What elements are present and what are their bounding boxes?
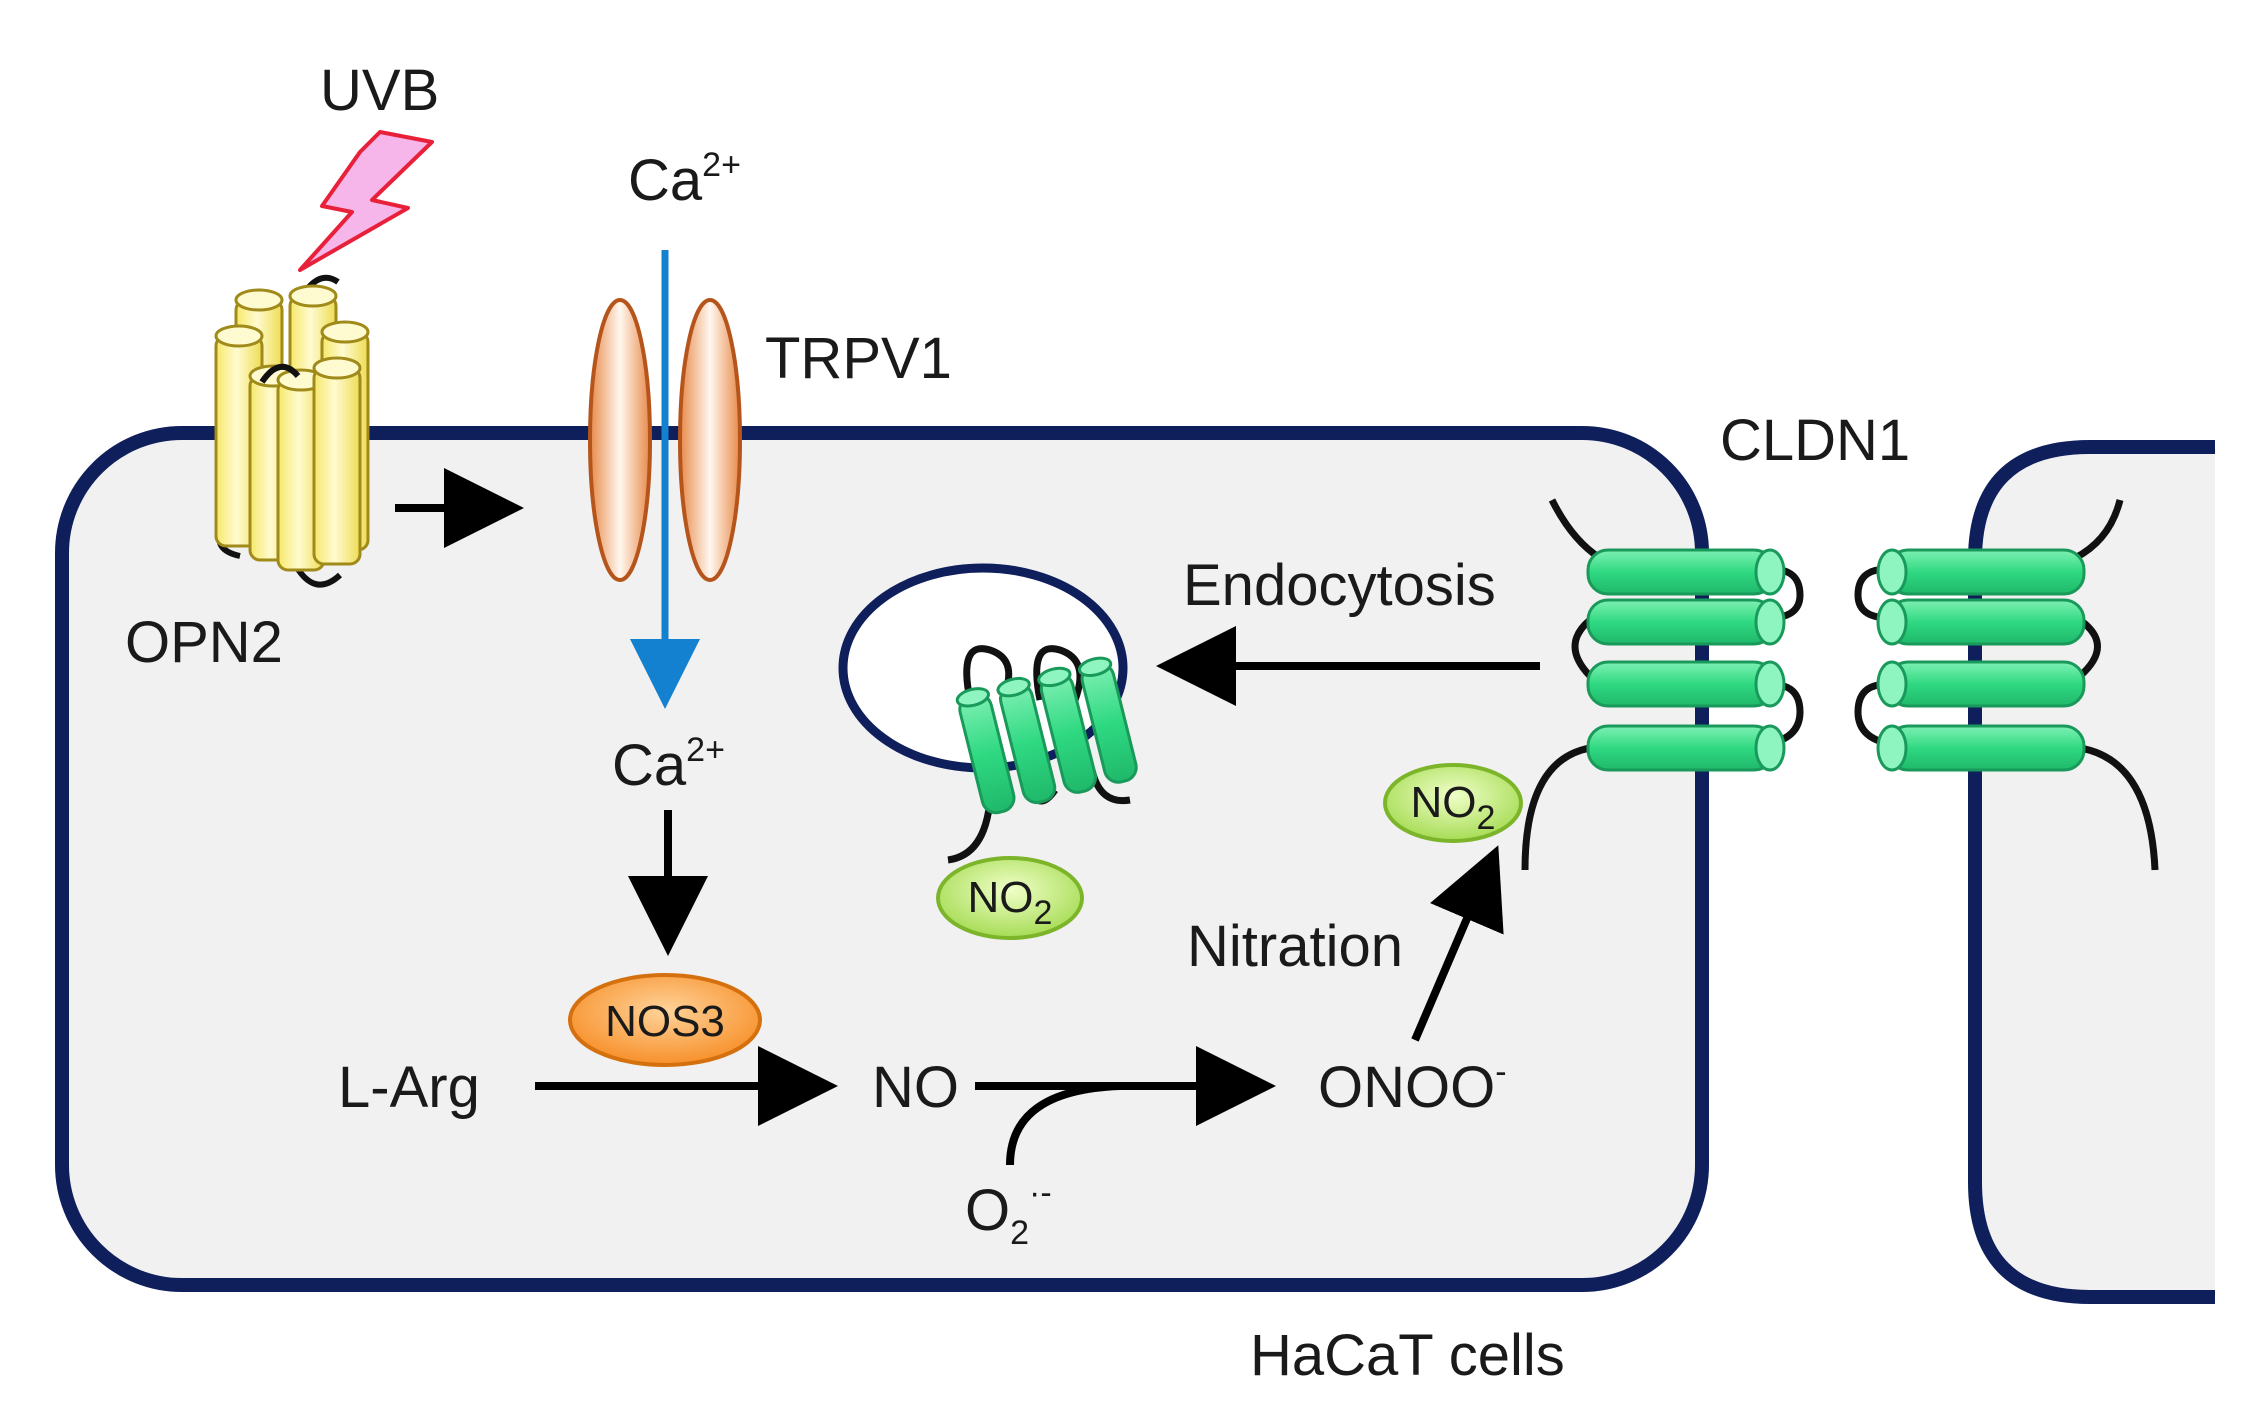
nitric-oxide-label: NO bbox=[872, 1055, 959, 1120]
cldn1-label: CLDN1 bbox=[1720, 408, 1910, 473]
endocytosis-label: Endocytosis bbox=[1183, 553, 1496, 618]
no2-vesicle-label: NO2 bbox=[968, 873, 1053, 932]
arrow-nitration bbox=[1411, 845, 1504, 1042]
peroxynitrite-label: ONOO- bbox=[1318, 1053, 1507, 1120]
neighbor-cell bbox=[1968, 440, 2215, 1304]
uvb-label: UVB bbox=[320, 58, 439, 123]
nos3-enzyme bbox=[568, 973, 762, 1067]
trpv1-label: TRPV1 bbox=[765, 326, 952, 391]
cldn1-right-protein-icon bbox=[1854, 499, 2159, 871]
opn2-label: OPN2 bbox=[125, 610, 283, 675]
cell-line-label: HaCaT cells bbox=[1250, 1323, 1565, 1388]
l-arginine-label: L-Arg bbox=[338, 1055, 480, 1120]
superoxide-label: O2·- bbox=[965, 1174, 1052, 1252]
superoxide-join-curve bbox=[1006, 1082, 1121, 1166]
main-cell bbox=[55, 426, 1709, 1292]
no2-membrane-label: NO2 bbox=[1411, 778, 1496, 837]
trpv1-channel-icon bbox=[588, 298, 742, 582]
lightning-bolt-icon bbox=[298, 130, 434, 272]
nos3-label: NOS3 bbox=[605, 997, 725, 1046]
nitration-label: Nitration bbox=[1187, 914, 1403, 979]
opn2-receptor-icon bbox=[214, 274, 370, 588]
no2-vesicle-tag bbox=[936, 856, 1084, 940]
calcium-outside-label: Ca2+ bbox=[628, 146, 741, 213]
internalized-cldn1-icon bbox=[947, 645, 1138, 864]
calcium-inside-label: Ca2+ bbox=[612, 731, 725, 798]
cldn1-left-protein-icon bbox=[1521, 498, 1804, 871]
no2-membrane-tag bbox=[1383, 763, 1523, 843]
